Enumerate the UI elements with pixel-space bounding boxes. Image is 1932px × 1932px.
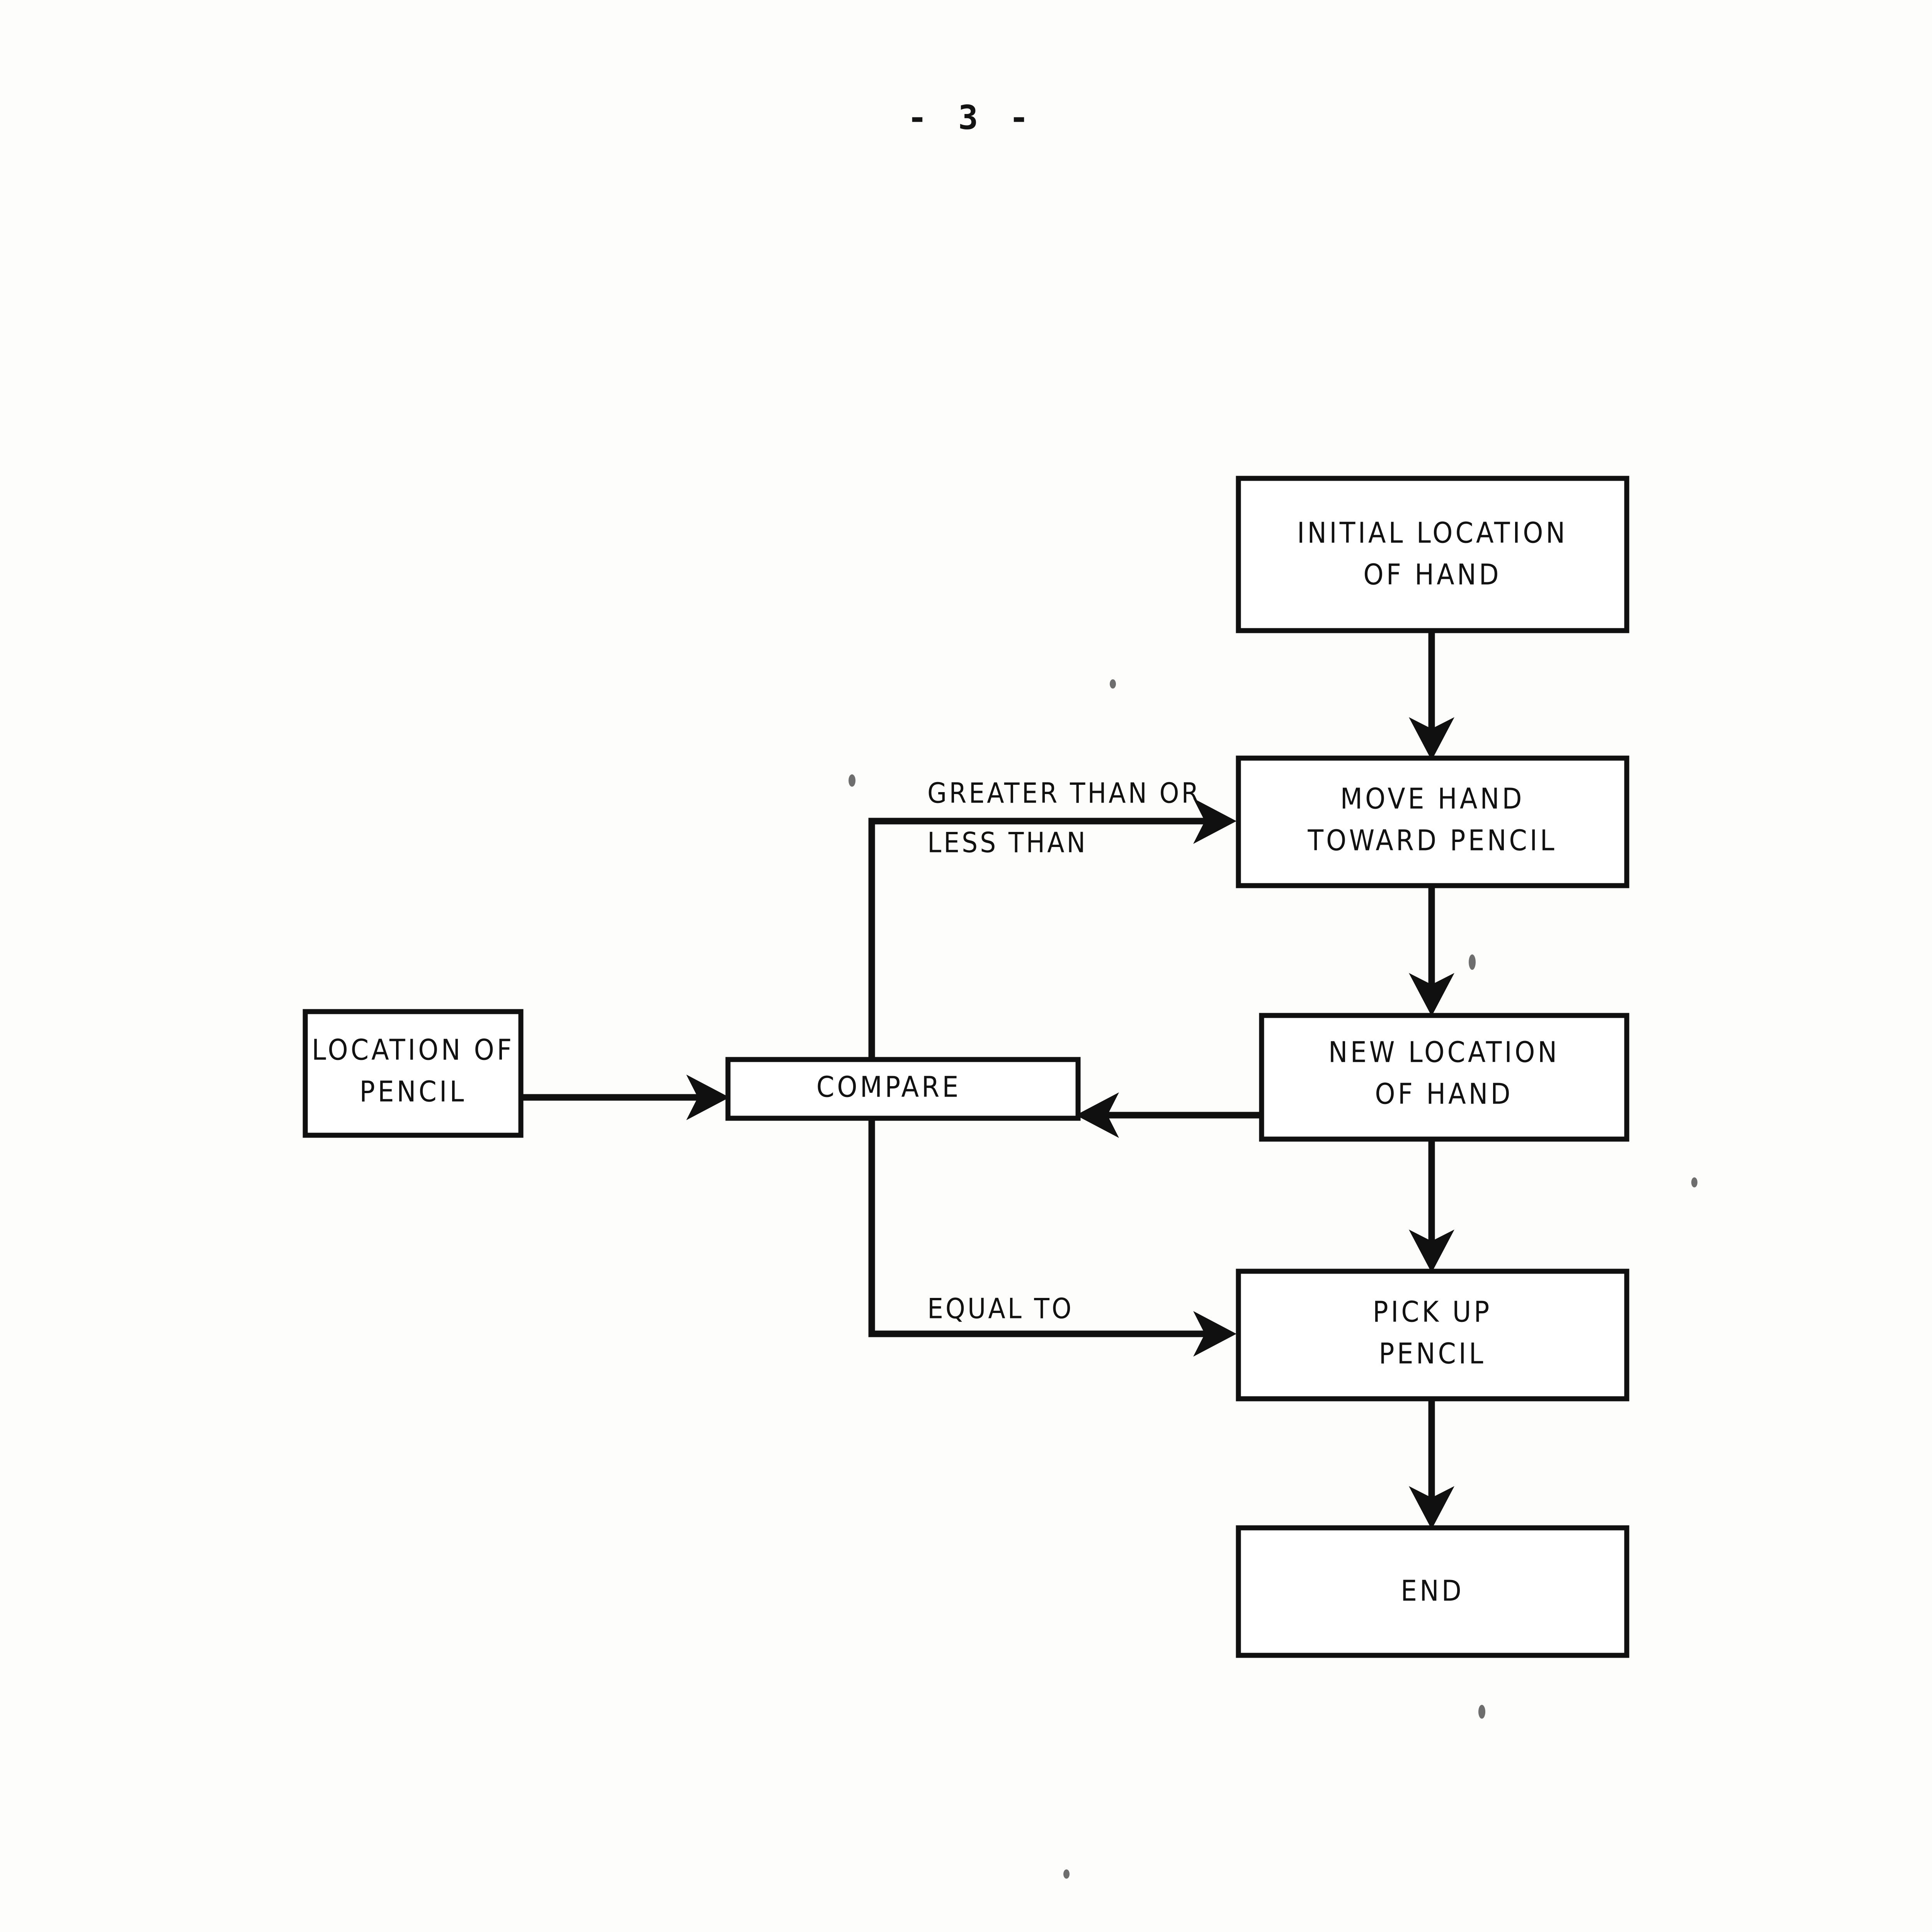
node-new-location-of-hand-line1: NEW LOCATION (1328, 1036, 1560, 1069)
page-number: - 3 - (907, 99, 1034, 137)
node-move-hand-toward-pencil[interactable]: MOVE HAND TOWARD PENCIL (1236, 755, 1629, 888)
edge-initial-to-move (1409, 631, 1454, 760)
node-pick-up-pencil-line1: PICK UP (1373, 1296, 1492, 1329)
edge-move-to-newlocation (1409, 885, 1454, 1016)
node-move-hand-toward-pencil-rect[interactable] (1236, 755, 1629, 888)
node-end-rect[interactable] (1236, 1525, 1629, 1658)
node-end[interactable]: END (1236, 1525, 1629, 1658)
node-initial-location-of-hand-line2: OF HAND (1363, 558, 1502, 592)
node-new-location-of-hand[interactable]: NEW LOCATION OF HAND (1259, 1013, 1629, 1142)
node-initial-location-of-hand[interactable]: INITIAL LOCATION OF HAND (1236, 476, 1629, 633)
edge-compare-to-pickup (868, 1117, 1236, 1357)
node-move-hand-toward-pencil-line1: MOVE HAND (1340, 782, 1525, 816)
node-compare-line1: COMPARE (816, 1071, 961, 1104)
edge-label-greater-or-less: GREATER THAN OR LESS THAN (927, 777, 1201, 859)
node-compare-rect[interactable] (725, 1057, 1081, 1121)
edge-newlocation-to-compare (1076, 1092, 1264, 1138)
node-initial-location-of-hand-line1: INITIAL LOCATION (1297, 517, 1568, 550)
scan-speck-group (849, 679, 1697, 1879)
node-location-of-pencil[interactable]: LOCATION OF PENCIL (303, 1009, 524, 1138)
node-pick-up-pencil-line2: PENCIL (1379, 1337, 1486, 1371)
edge-label-greater-or-less-line1: GREATER THAN OR (927, 777, 1201, 810)
edge-label-equal-to-line1: EQUAL TO (927, 1293, 1074, 1325)
node-new-location-of-hand-rect[interactable] (1259, 1013, 1629, 1142)
node-move-hand-toward-pencil-line2: TOWARD PENCIL (1307, 824, 1557, 857)
edge-pickup-to-end (1409, 1399, 1454, 1529)
edge-label-greater-or-less-line2: LESS THAN (927, 827, 1088, 859)
edge-compare-to-move (868, 798, 1236, 1061)
edge-pencil-to-compare (521, 1075, 730, 1120)
edge-label-equal-to: EQUAL TO (927, 1293, 1074, 1325)
node-location-of-pencil-line2: PENCIL (359, 1075, 466, 1109)
node-pick-up-pencil-rect[interactable] (1236, 1269, 1629, 1401)
node-end-line1: END (1401, 1575, 1464, 1608)
node-new-location-of-hand-line2: OF HAND (1375, 1078, 1513, 1111)
node-compare[interactable]: COMPARE (725, 1057, 1081, 1121)
node-location-of-pencil-line1: LOCATION OF (312, 1034, 514, 1067)
edge-newlocation-to-pickup (1409, 1138, 1454, 1273)
node-pick-up-pencil[interactable]: PICK UP PENCIL (1236, 1269, 1629, 1401)
node-initial-location-of-hand-rect[interactable] (1236, 476, 1629, 633)
node-location-of-pencil-rect[interactable] (303, 1009, 524, 1138)
